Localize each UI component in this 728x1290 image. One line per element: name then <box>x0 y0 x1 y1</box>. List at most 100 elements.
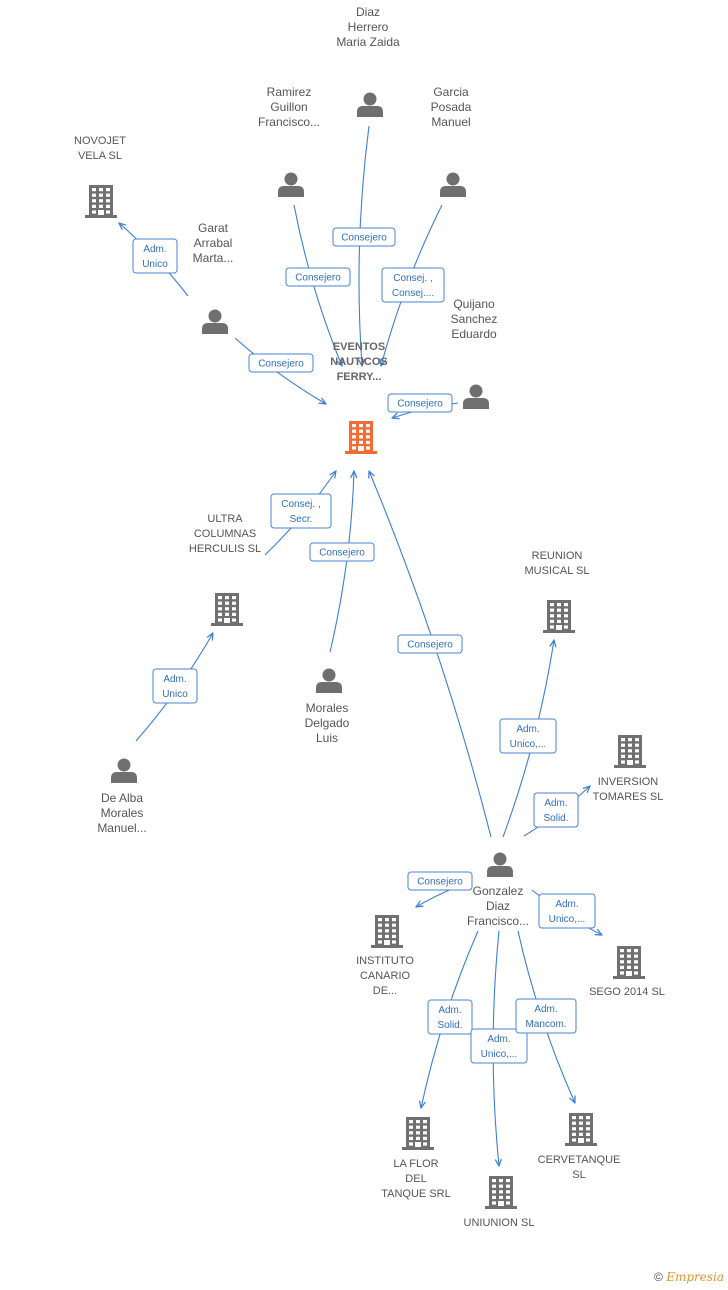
relation-label-text: Mancom. <box>525 1019 566 1030</box>
node-eventos[interactable]: EVENTOS NAUTICOS FERRY... <box>330 341 388 454</box>
relation-label[interactable]: Adm.Unico,... <box>499 718 557 754</box>
relation-label[interactable]: Adm.Unico,... <box>538 893 596 929</box>
relation-label[interactable]: Consejero <box>397 634 463 654</box>
relation-label-box <box>538 893 596 929</box>
relation-label-box <box>332 227 396 247</box>
nodes-layer: EVENTOS NAUTICOS FERRY... DiazHerreroMaria … <box>74 5 665 1229</box>
relation-label-text: Unico,... <box>510 739 547 750</box>
footer: © Empresia <box>654 1270 724 1284</box>
relation-label-box <box>499 718 557 754</box>
relation-label[interactable]: Adm. Solid. <box>533 792 579 828</box>
node-ramirez[interactable]: RamirezGuillonFrancisco... <box>258 85 320 197</box>
person-icon <box>202 309 228 334</box>
node-label: EVENTOS <box>333 341 385 353</box>
relation-label-box <box>270 493 332 529</box>
relation-label-box <box>427 999 473 1035</box>
relation-label-text: Adm. <box>487 1034 510 1045</box>
person-icon <box>316 668 342 693</box>
relation-label[interactable]: Consejero <box>248 353 314 373</box>
node-garat[interactable]: GaratArrabalMarta... <box>193 221 234 334</box>
node-label: LA FLOR <box>393 1158 438 1170</box>
node-instituto[interactable]: INSTITUTO CANARIO DE... <box>356 915 414 997</box>
node-label: COLUMNAS <box>194 528 256 540</box>
node-label: Manuel <box>431 115 470 129</box>
node-gonzalez[interactable]: GonzalezDiazFrancisco... <box>467 852 529 929</box>
building-icon <box>565 1113 597 1146</box>
node-label: Marta... <box>193 251 234 265</box>
relation-label[interactable]: Consejero <box>332 227 396 247</box>
relation-label-box <box>387 393 453 413</box>
relation-label-text: Unico,... <box>549 914 586 925</box>
node-label: NAUTICOS <box>330 356 387 368</box>
relation-label-text: Secr. <box>290 514 313 525</box>
node-uniunion[interactable]: UNIUNION SL <box>464 1176 535 1229</box>
node-label: Arrabal <box>194 236 233 250</box>
relation-label[interactable]: Consejero <box>407 871 473 891</box>
relation-label-text: Adm. <box>163 674 186 685</box>
relation-label-text: Solid. <box>543 813 568 824</box>
node-label: Diaz <box>486 899 510 913</box>
relation-label[interactable]: Consejero <box>387 393 453 413</box>
relation-label-box <box>285 267 351 287</box>
node-label: Ramirez <box>267 85 312 99</box>
node-label: FERRY... <box>337 371 382 383</box>
node-label: DEL <box>405 1173 426 1185</box>
node-label: DE... <box>373 985 397 997</box>
node-label: Guillon <box>270 100 307 114</box>
relation-label-text: Adm. <box>544 798 567 809</box>
node-label: Posada <box>431 100 472 114</box>
relation-label-text: Consejero <box>319 548 365 559</box>
relation-label[interactable]: Consej. ,Consej.... <box>381 267 445 303</box>
node-dealba[interactable]: De AlbaMoralesManuel... <box>97 758 147 836</box>
building-icon <box>614 735 646 768</box>
relation-label-box <box>309 542 375 562</box>
relation-label[interactable]: Adm.Unico <box>152 668 198 704</box>
relation-label[interactable]: Consejero <box>309 542 375 562</box>
relation-label-text: Consej. , <box>393 273 432 284</box>
node-label: Eduardo <box>451 327 497 341</box>
node-label: HERCULIS SL <box>189 543 261 555</box>
relation-label[interactable]: Consejero <box>285 267 351 287</box>
node-label: INSTITUTO <box>356 955 414 967</box>
node-label: VELA SL <box>78 150 122 162</box>
person-icon <box>357 92 383 117</box>
brand-logo[interactable]: Empresia <box>666 1270 724 1284</box>
node-label: Francisco... <box>258 115 320 129</box>
node-laflor[interactable]: LA FLOR DEL TANQUE SRL <box>381 1117 451 1200</box>
person-icon <box>278 172 304 197</box>
relation-label-box <box>152 668 198 704</box>
relation-label[interactable]: Adm.Solid. <box>427 999 473 1035</box>
relation-label-text: Unico <box>142 259 168 270</box>
relation-label[interactable]: Adm.Mancom. <box>515 998 577 1034</box>
node-label: Sanchez <box>451 312 498 326</box>
node-label: Morales <box>306 701 349 715</box>
copyright-icon: © <box>654 1270 663 1284</box>
node-label: Francisco... <box>467 914 529 928</box>
node-label: CANARIO <box>360 970 411 982</box>
building-icon <box>543 600 575 633</box>
node-label: Diaz <box>356 5 380 19</box>
person-icon <box>487 852 513 877</box>
edge-garat-to-eventos <box>234 337 326 404</box>
node-label: Maria Zaida <box>336 35 400 49</box>
node-label: TANQUE SRL <box>381 1188 450 1200</box>
relation-label-text: Adm. <box>143 244 166 255</box>
relation-label-text: Consej. , <box>281 499 320 510</box>
relation-label[interactable]: Adm. Unico <box>132 238 178 274</box>
relation-label[interactable]: Adm.Unico,... <box>470 1028 528 1064</box>
node-label: De Alba <box>101 791 143 805</box>
node-sego[interactable]: SEGO 2014 SL <box>589 946 665 998</box>
relation-label-text: Consejero <box>258 359 304 370</box>
relation-label[interactable]: Consej. , Secr. <box>270 493 332 529</box>
edge-ramirez-to-eventos <box>293 204 342 366</box>
